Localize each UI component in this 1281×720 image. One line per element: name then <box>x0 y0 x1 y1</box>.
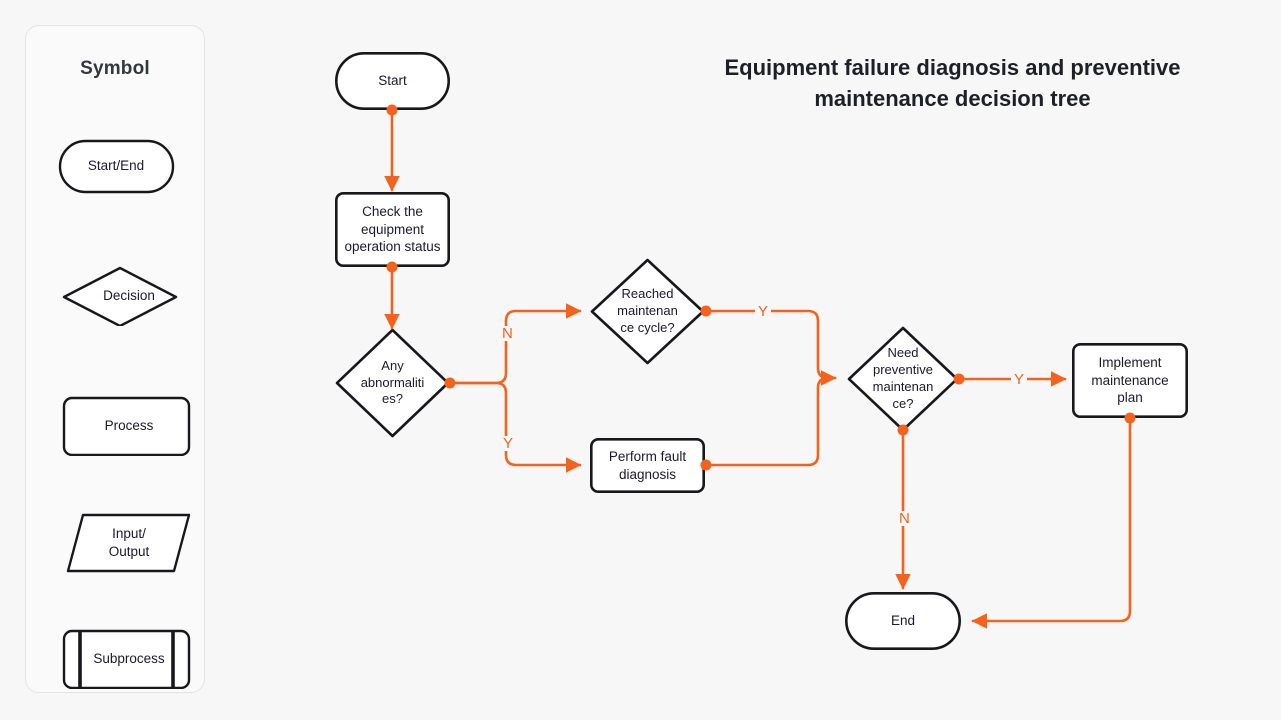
legend-item-input-output[interactable]: Input/ Output <box>26 513 206 573</box>
edge-fault-to-need <box>704 376 837 467</box>
node-check-equipment-status[interactable]: Check the equipment operation status <box>335 192 450 267</box>
page-title: Equipment failure diagnosis and preventi… <box>724 55 1181 112</box>
node-implement-maintenance-plan[interactable]: Implement maintenance plan <box>1072 343 1188 418</box>
node-perform-fault-diagnosis[interactable]: Perform fault diagnosis <box>590 438 705 493</box>
decision-shape <box>590 258 705 365</box>
edge-implement-to-end <box>971 416 1132 629</box>
node-need-preventive-maintenance[interactable]: Need preventive maintenan ce? <box>847 326 959 432</box>
legend-item-start-end[interactable]: Start/End <box>26 136 206 196</box>
legend-item-decision[interactable]: Decision <box>26 266 206 326</box>
process-shape <box>590 438 705 493</box>
legend-item-process[interactable]: Process <box>26 396 206 456</box>
decision-shape <box>335 328 450 438</box>
edge-abnormal-no <box>448 303 582 385</box>
stadium-shape <box>845 592 961 650</box>
edge-label-need-no: N <box>896 511 913 526</box>
process-shape <box>1072 343 1188 418</box>
decision-symbol <box>62 266 178 326</box>
symbol-legend-panel: Symbol Start/End Decision Process <box>25 25 205 693</box>
legend-title: Symbol <box>80 58 150 79</box>
input-output-symbol <box>66 513 191 573</box>
edge-cycle-yes <box>704 309 837 386</box>
edge-label-need-yes: Y <box>1011 372 1028 387</box>
node-start[interactable]: Start <box>335 52 450 110</box>
edge-abnormal-yes <box>448 381 582 473</box>
legend-item-subprocess[interactable]: Subprocess <box>26 629 206 689</box>
node-any-abnormalities[interactable]: Any abnormaliti es? <box>335 328 450 438</box>
edge-label-cycle-yes: Y <box>755 304 772 319</box>
node-reached-maintenance-cycle[interactable]: Reached maintenan ce cycle? <box>590 258 705 365</box>
edge-label-abnormal-no: N <box>499 326 516 341</box>
decision-shape <box>847 326 959 432</box>
subprocess-symbol <box>62 629 191 689</box>
node-end[interactable]: End <box>845 592 961 650</box>
process-shape <box>335 192 450 267</box>
stadium-shape <box>335 52 450 110</box>
start-end-symbol <box>58 139 175 194</box>
process-symbol <box>62 396 191 456</box>
edge-label-abnormal-yes: Y <box>500 436 517 451</box>
